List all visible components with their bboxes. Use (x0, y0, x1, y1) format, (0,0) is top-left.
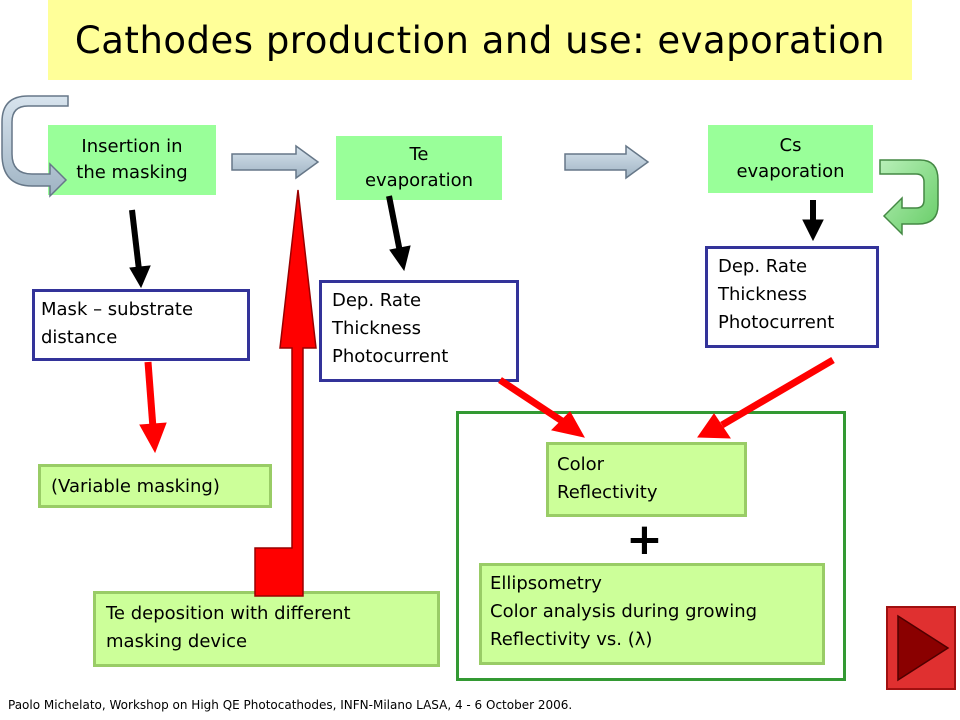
measurement-frame (456, 411, 846, 681)
black-arrow (129, 209, 151, 289)
black-arrow (386, 195, 411, 272)
te-deposition-box: Te deposition with different masking dev… (93, 591, 440, 667)
variable-masking-box: (Variable masking) (38, 464, 272, 508)
red-feedback-arrow (254, 189, 317, 597)
te-parameters-box: Dep. Rate Thickness Photocurrent (319, 280, 519, 382)
next-slide-icon (897, 614, 950, 682)
color-reflectivity-box: Color Reflectivity (546, 442, 747, 517)
slide-footer: Paolo Michelato, Workshop on High QE Pho… (8, 698, 573, 712)
curved-arrow-icon (879, 159, 939, 236)
cs-parameters-box: Dep. Rate Thickness Photocurrent (705, 246, 879, 348)
ellipsometry-box: Ellipsometry Color analysis during growi… (479, 563, 825, 665)
red-arrow (139, 361, 167, 454)
curved-arrow-icon (1, 95, 69, 198)
step-insertion: Insertion in the masking (48, 125, 216, 195)
step-te-evaporation: Te evaporation (336, 136, 502, 200)
black-arrow (802, 200, 824, 242)
flow-arrow-icon (564, 144, 650, 180)
next-slide-button[interactable] (886, 606, 956, 690)
flow-arrow-icon (231, 144, 320, 180)
red-arrow (498, 377, 585, 438)
mask-substrate-distance-box: Mask – substrate distance (32, 289, 250, 361)
title-banner: Cathodes production and use: evaporation (48, 0, 912, 80)
step-cs-evaporation: Cs evaporation (708, 125, 873, 193)
plus-sign: + (626, 514, 663, 565)
slide-title: Cathodes production and use: evaporation (74, 18, 886, 62)
red-arrow (697, 356, 835, 439)
